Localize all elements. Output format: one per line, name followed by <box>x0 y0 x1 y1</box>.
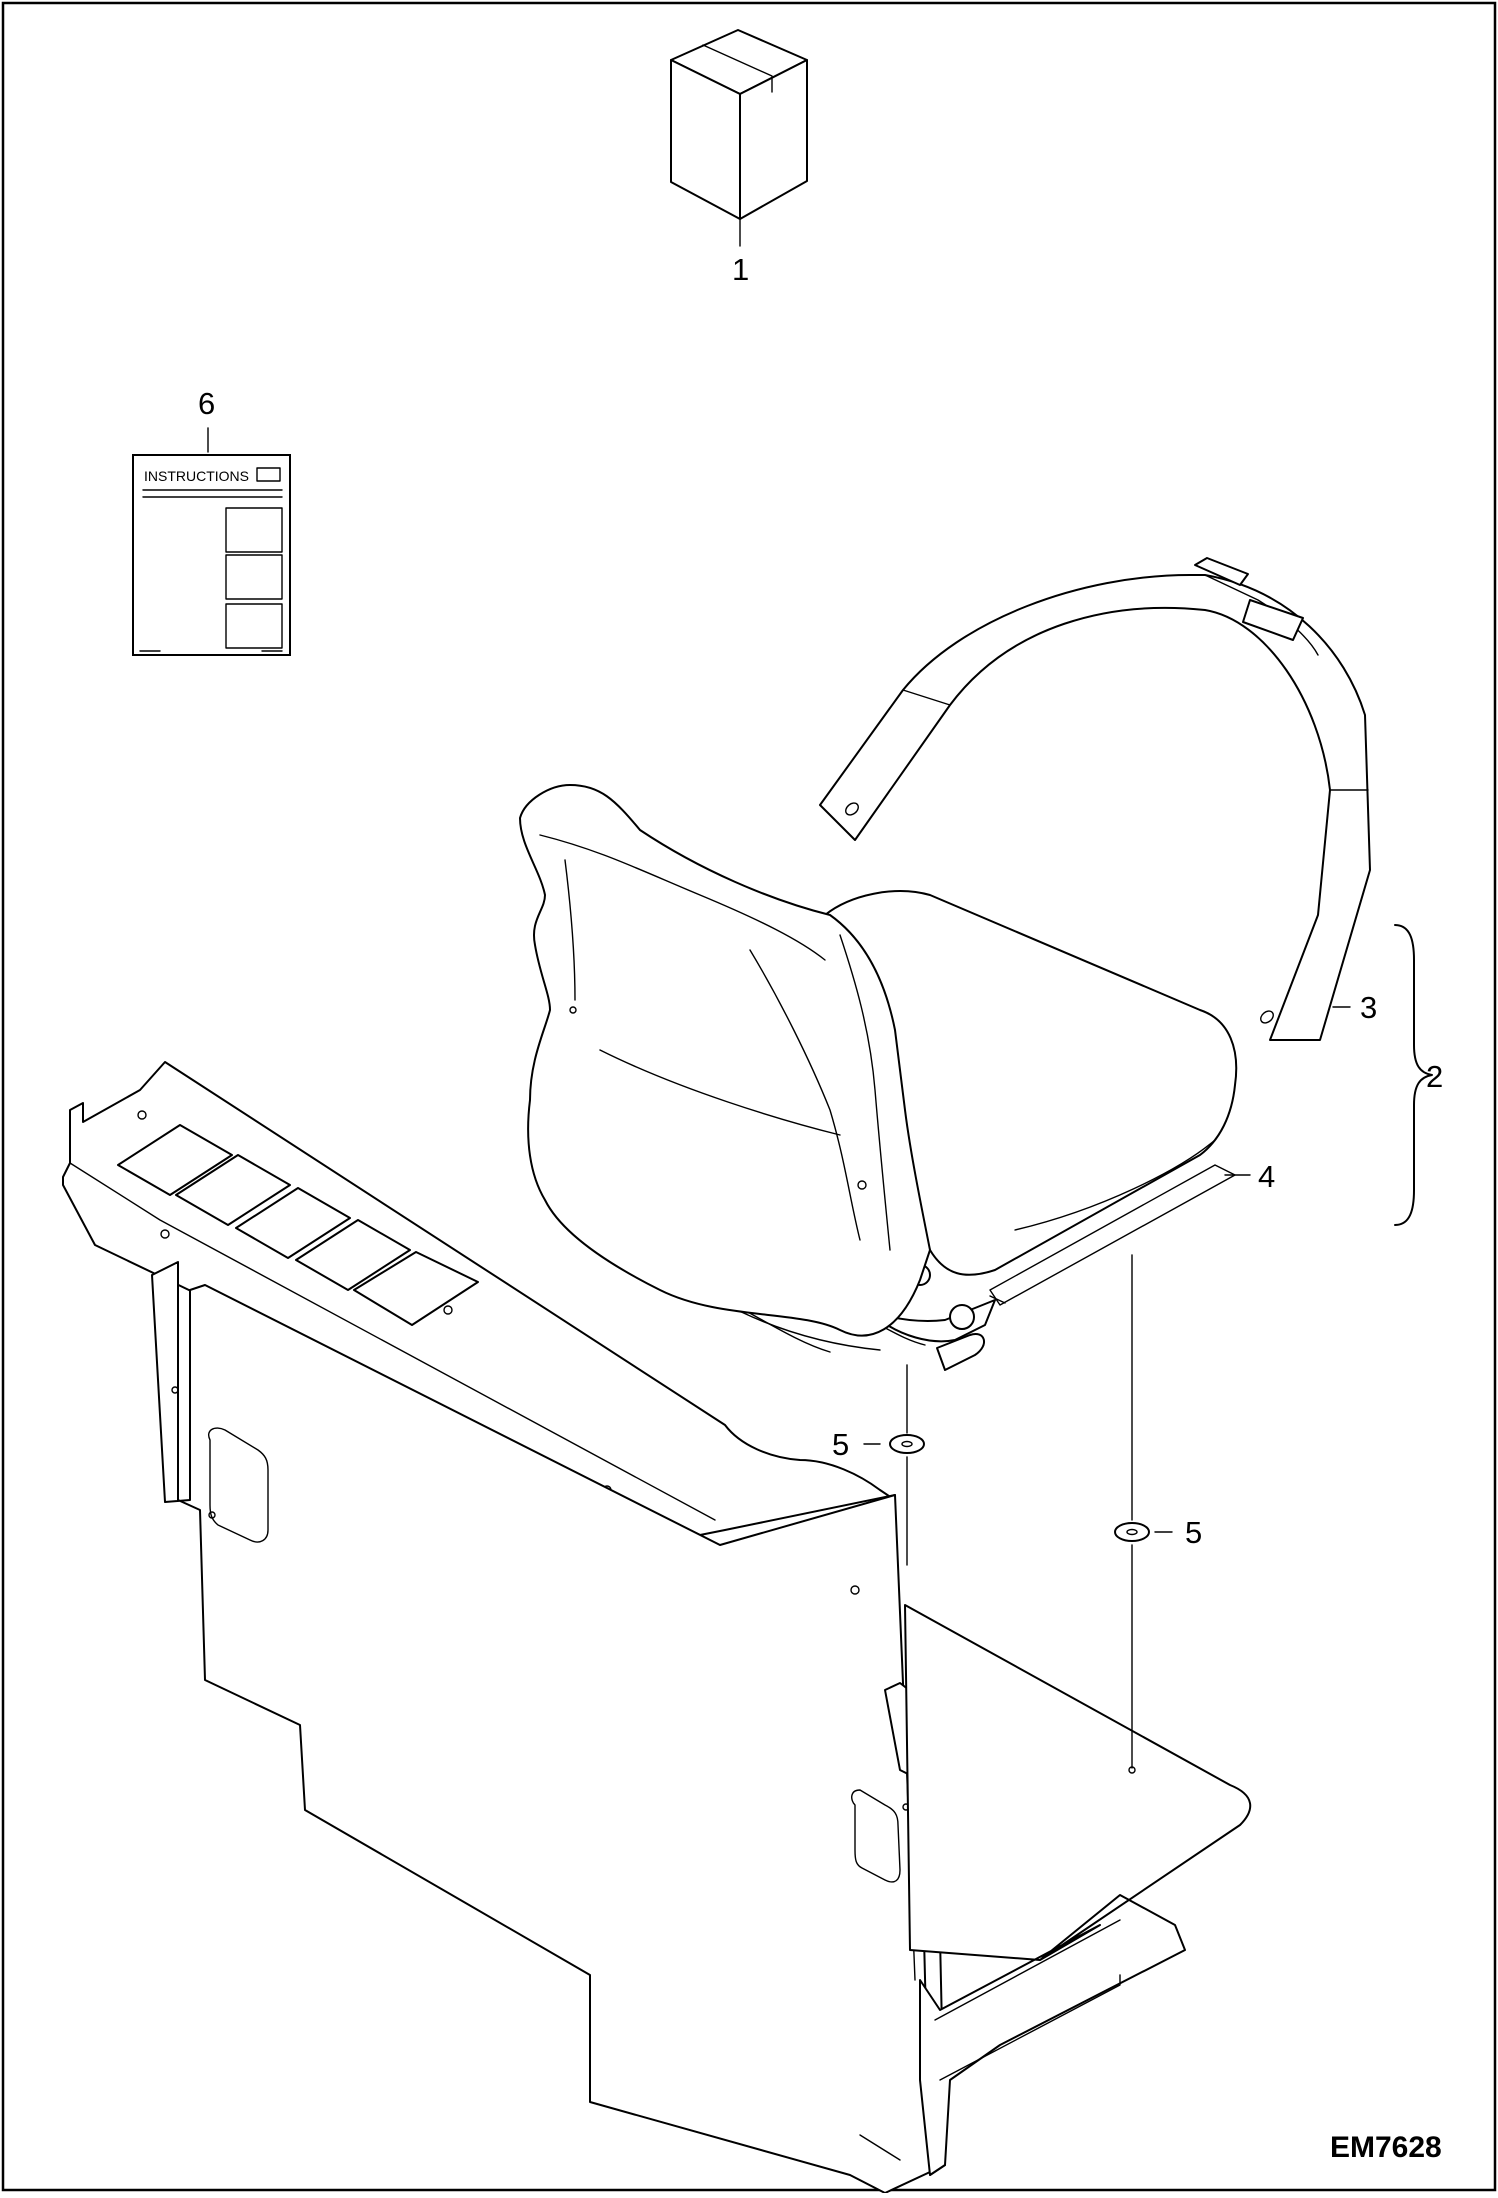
callout-6: 6 <box>198 386 215 421</box>
callout-2: 2 <box>1426 1059 1443 1094</box>
figure-code: EM7628 <box>1330 2131 1442 2164</box>
kit-box <box>670 29 808 247</box>
instructions-label: INSTRUCTIONS <box>144 468 249 484</box>
seat-bracket <box>62 1061 1252 2194</box>
washer-right <box>1114 1522 1150 1542</box>
seat-belt <box>819 557 1371 1041</box>
callout-5-right: 5 <box>1185 1515 1202 1550</box>
callout-1: 1 <box>732 252 749 287</box>
callout-3: 3 <box>1360 990 1377 1025</box>
callout-4: 4 <box>1258 1159 1275 1194</box>
seat <box>519 784 1238 1371</box>
washers <box>863 1254 1173 1769</box>
instructions-sheet: INSTRUCTIONS <box>132 427 291 656</box>
washer-left <box>889 1434 925 1454</box>
bracket-brace <box>1394 924 1433 1226</box>
callout-5-left: 5 <box>832 1427 849 1462</box>
